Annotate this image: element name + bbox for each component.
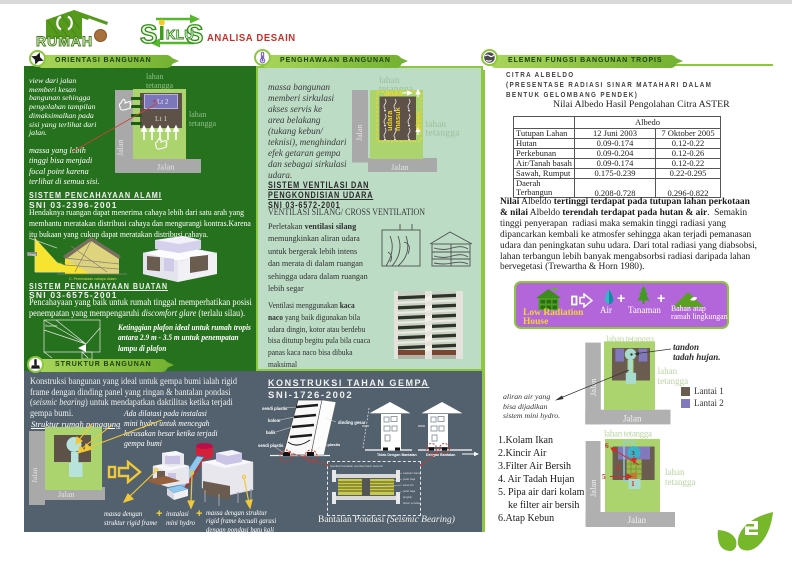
svg-text:1: 1 — [631, 479, 635, 488]
svg-text:Jalan: Jalan — [588, 378, 598, 396]
svg-text:lahan: lahan — [189, 110, 206, 119]
svg-text:3: 3 — [632, 450, 636, 457]
svg-text:Jalan: Jalan — [58, 490, 74, 499]
svg-text:pelat baja: pelat baja — [403, 477, 416, 481]
svg-text:Jalan: Jalan — [355, 125, 364, 141]
svg-text:5: 5 — [602, 472, 606, 481]
svg-text:×: × — [153, 99, 157, 106]
svg-text:tetangga: tetangga — [379, 85, 414, 95]
svg-text:Jalan: Jalan — [391, 162, 409, 172]
svg-text:RUMAH: RUMAH — [36, 33, 93, 49]
svg-text:KLU: KLU — [166, 27, 194, 42]
svg-text:dinding gesar: dinding gesar — [338, 420, 366, 425]
svg-text:S: S — [140, 19, 157, 49]
svg-text:C. Pemerataan cahaya dalam: C. Pemerataan cahaya dalam — [69, 277, 117, 281]
svg-text:lahan: lahan — [379, 76, 400, 86]
svg-text:tetangga: tetangga — [189, 119, 217, 128]
svg-text:tetangga: tetangga — [146, 81, 174, 90]
svg-text:beton pondasi: beton pondasi — [403, 501, 420, 505]
svg-text:Lt 2: Lt 2 — [157, 98, 169, 106]
svg-text:tandon: tandon — [673, 342, 699, 352]
svg-text:masuk: masuk — [393, 106, 402, 131]
svg-text:sendi plastis: sendi plastis — [316, 442, 341, 447]
svg-text:Jalan: Jalan — [628, 515, 647, 525]
svg-text:tetangga: tetangga — [426, 129, 461, 139]
svg-text:sendi plastis: sendi plastis — [262, 406, 288, 411]
svg-text:akses: akses — [415, 112, 422, 130]
svg-text:2: 2 — [616, 463, 620, 472]
svg-text:tetangga: tetangga — [658, 376, 689, 386]
svg-text:kolom: kolom — [268, 418, 281, 423]
svg-text:Jalan: Jalan — [157, 162, 175, 172]
svg-text:Tidak Dengan Bantalan: Tidak Dengan Bantalan — [377, 453, 417, 457]
svg-text:lahan: lahan — [146, 72, 163, 81]
svg-text:S: S — [186, 19, 203, 49]
svg-text:Dengan Bantalan: Dengan Bantalan — [426, 453, 455, 457]
svg-text:Tinggi: Tinggi — [28, 253, 36, 257]
svg-text:jangkar: jangkar — [402, 495, 412, 499]
svg-text:karet inti: karet inti — [403, 483, 414, 487]
svg-text:akses: akses — [384, 91, 402, 98]
svg-text:lahan: lahan — [658, 366, 678, 376]
svg-text:lahan tetangga: lahan tetangga — [606, 334, 654, 344]
svg-text:udara: udara — [385, 110, 394, 131]
svg-text:tadah hujan.: tadah hujan. — [673, 352, 721, 362]
svg-text:Jalan: Jalan — [623, 414, 642, 424]
svg-text:lahan tetangga: lahan tetangga — [604, 429, 652, 439]
svg-text:Sumber: Sumber — [45, 324, 58, 328]
svg-text:tetangga: tetangga — [665, 477, 696, 487]
svg-text:6: 6 — [605, 441, 609, 450]
svg-text:Jalan: Jalan — [116, 140, 125, 156]
svg-text:sendi plastis: sendi plastis — [258, 443, 284, 448]
svg-text:Jalan: Jalan — [30, 467, 39, 483]
svg-text:Gambar bantalan pondasi karet: Gambar bantalan pondasi karet seismic — [330, 464, 383, 468]
svg-text:pelat baja: pelat baja — [403, 489, 416, 493]
svg-text:lahan: lahan — [665, 467, 685, 477]
svg-text:lahan: lahan — [426, 120, 447, 130]
svg-text:Lt 1: Lt 1 — [155, 114, 168, 123]
svg-text:Lapisan karet: Lapisan karet — [403, 471, 420, 475]
svg-text:balik: balik — [266, 430, 276, 435]
svg-text:Jalan: Jalan — [588, 479, 598, 497]
